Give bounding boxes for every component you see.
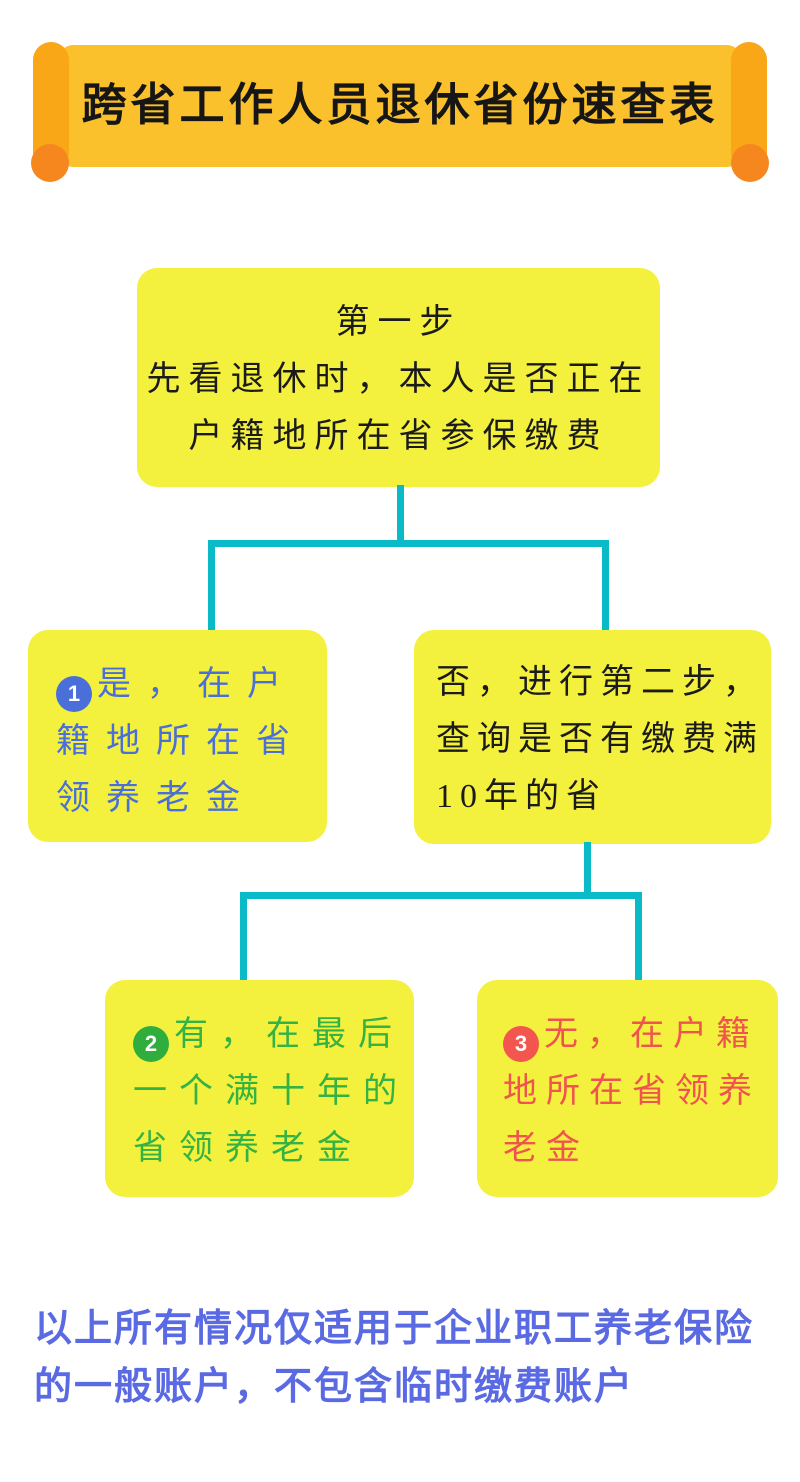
flow-box-no-branch: 否，进行第二步， 查询是否有缴费满 10年的省	[414, 630, 771, 844]
connector-step1-left-drop	[208, 540, 215, 633]
yes-line2: 籍地所在省	[56, 723, 306, 760]
none-line3: 老金	[503, 1130, 589, 1167]
footer-disclaimer: 以上所有情况仅适用于企业职工养老保险 的一般账户，不包含临时缴费账户	[34, 1300, 779, 1416]
no-line3: 10年的省	[436, 778, 607, 815]
connector-step2-left-drop	[240, 892, 247, 983]
yes-line1-text: 是，在户	[97, 666, 297, 703]
step-badge-2-icon: 2	[133, 1025, 169, 1062]
none-line1-text: 无，在户籍	[544, 1016, 759, 1053]
connector-step2-crossbar	[240, 892, 642, 899]
page-title: 跨省工作人员退休省份速查表	[81, 79, 719, 130]
none-line2: 地所在省领养	[503, 1073, 761, 1110]
footer-line1: 以上所有情况仅适用于企业职工养老保险	[34, 1308, 755, 1350]
step-badge-3-icon: 3	[503, 1025, 539, 1062]
connector-step1-stem	[397, 485, 404, 545]
step1-line2: 先看退休时，本人是否正在	[146, 361, 651, 398]
step1-line3: 户籍地所在省参保缴费	[188, 418, 609, 455]
connector-step2-right-drop	[635, 892, 642, 983]
step-badge-1-icon: 1	[56, 675, 92, 712]
connector-step1-crossbar	[208, 540, 609, 547]
flow-box-step1: 第一步 先看退休时，本人是否正在 户籍地所在省参保缴费	[137, 268, 660, 487]
has-line2: 一个满十年的	[133, 1073, 409, 1110]
step1-line1: 第一步	[335, 304, 462, 341]
banner-scroll: 跨省工作人员退休省份速查表	[31, 40, 769, 192]
banner-body	[59, 45, 741, 167]
has-line3: 省领养老金	[133, 1130, 363, 1167]
scroll-knob-left-icon	[31, 144, 69, 182]
scroll-knob-right-icon	[731, 144, 769, 182]
has-line1-text: 有，在最后	[174, 1016, 404, 1053]
no-line1: 否，进行第二步，	[436, 664, 764, 701]
connector-step2-stem	[584, 842, 591, 898]
connector-step1-right-drop	[602, 540, 609, 633]
yes-line3: 领养老金	[56, 780, 256, 817]
no-line2: 查询是否有缴费满	[436, 721, 764, 758]
footer-line2: 的一般账户，不包含临时缴费账户	[34, 1366, 635, 1408]
